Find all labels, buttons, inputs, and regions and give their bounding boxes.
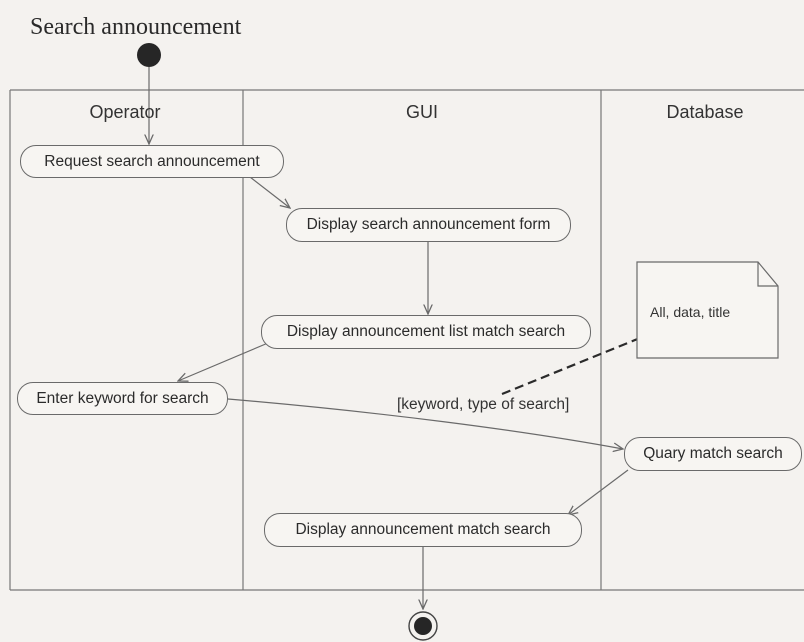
final-node — [408, 611, 438, 641]
note-connector — [501, 336, 641, 396]
flow-query-to-display — [568, 469, 629, 515]
lane-header-gui: GUI — [405, 102, 438, 122]
flow-request-to-form — [249, 176, 290, 208]
action-query-match: Quary match search — [624, 437, 802, 471]
diagram-title: Search announcement — [30, 14, 242, 40]
note-shape — [636, 261, 779, 359]
flow-keyword-to-query — [227, 398, 623, 449]
lane-header-operator: Operator — [89, 102, 161, 122]
guard-label: [keyword, type of search] — [397, 396, 570, 413]
flow-list-to-keyword — [178, 342, 269, 381]
initial-node — [137, 43, 161, 67]
action-display-match: Display announcement match search — [264, 513, 582, 547]
note-text: All, data, title — [650, 304, 731, 320]
action-display-list: Display announcement list match search — [261, 315, 591, 349]
action-display-form: Display search announcement form — [286, 208, 571, 242]
action-request-search: Request search announcement — [20, 145, 284, 178]
action-enter-keyword: Enter keyword for search — [17, 382, 228, 415]
lane-header-database: Database — [666, 102, 744, 122]
